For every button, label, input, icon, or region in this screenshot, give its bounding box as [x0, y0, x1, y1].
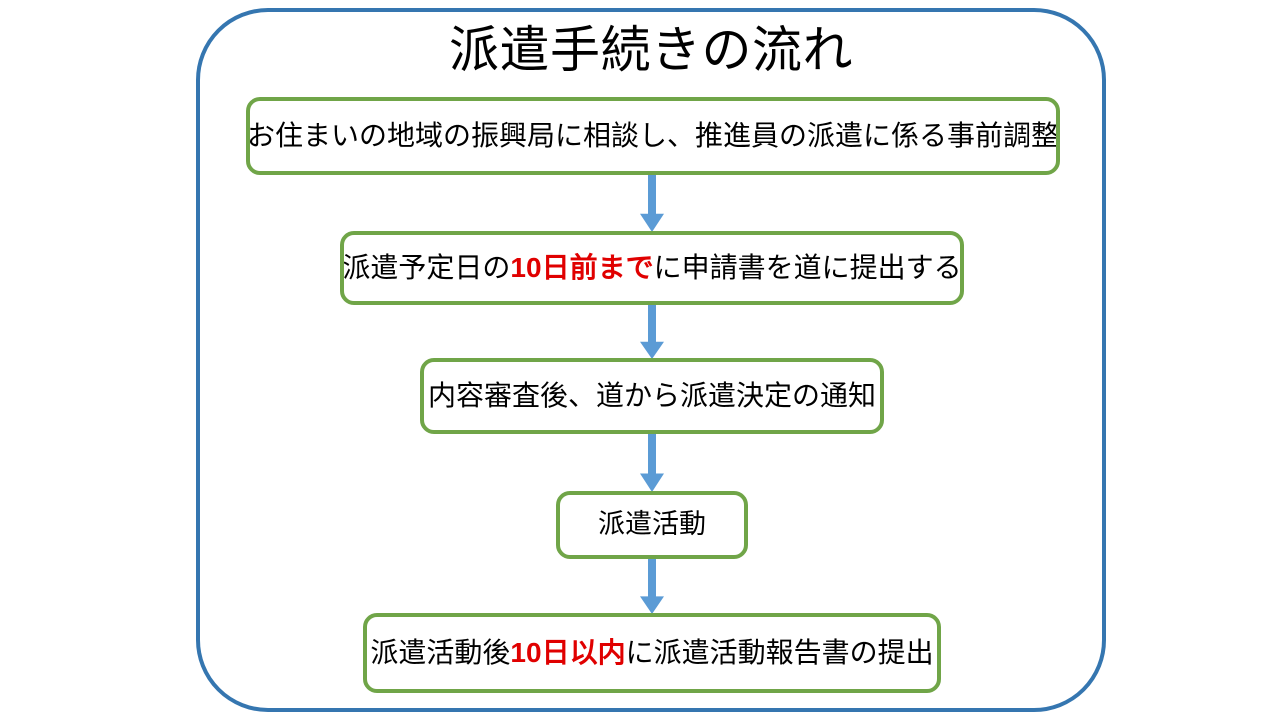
flow-step-3-label: 内容審査後、道から派遣決定の通知 [427, 379, 876, 411]
flow-connector-arrow-1 [639, 175, 665, 232]
flow-connector-arrow-4 [639, 559, 665, 614]
flow-step-2: 派遣予定日の10日前までに申請書を道に提出する [340, 231, 964, 305]
flow-step-1-label: お住まいの地域の振興局に相談し、推進員の派遣に係る事前調整 [247, 119, 1060, 151]
outer-rounded-frame [196, 8, 1106, 712]
flow-step-4: 派遣活動 [556, 491, 748, 559]
flow-connector-arrow-3 [639, 434, 665, 492]
page-title: 派遣手続きの流れ [449, 22, 853, 78]
flow-step-2-label: 派遣予定日の10日前までに申請書を道に提出する [342, 251, 962, 283]
flow-connector-arrow-2 [639, 305, 665, 359]
flow-step-1: お住まいの地域の振興局に相談し、推進員の派遣に係る事前調整 [246, 97, 1060, 175]
flow-step-3: 内容審査後、道から派遣決定の通知 [420, 358, 884, 434]
flow-step-4-label: 派遣活動 [598, 509, 706, 540]
flow-step-5: 派遣活動後10日以内に派遣活動報告書の提出 [363, 613, 941, 693]
flow-step-5-label: 派遣活動後10日以内に派遣活動報告書の提出 [370, 636, 934, 668]
